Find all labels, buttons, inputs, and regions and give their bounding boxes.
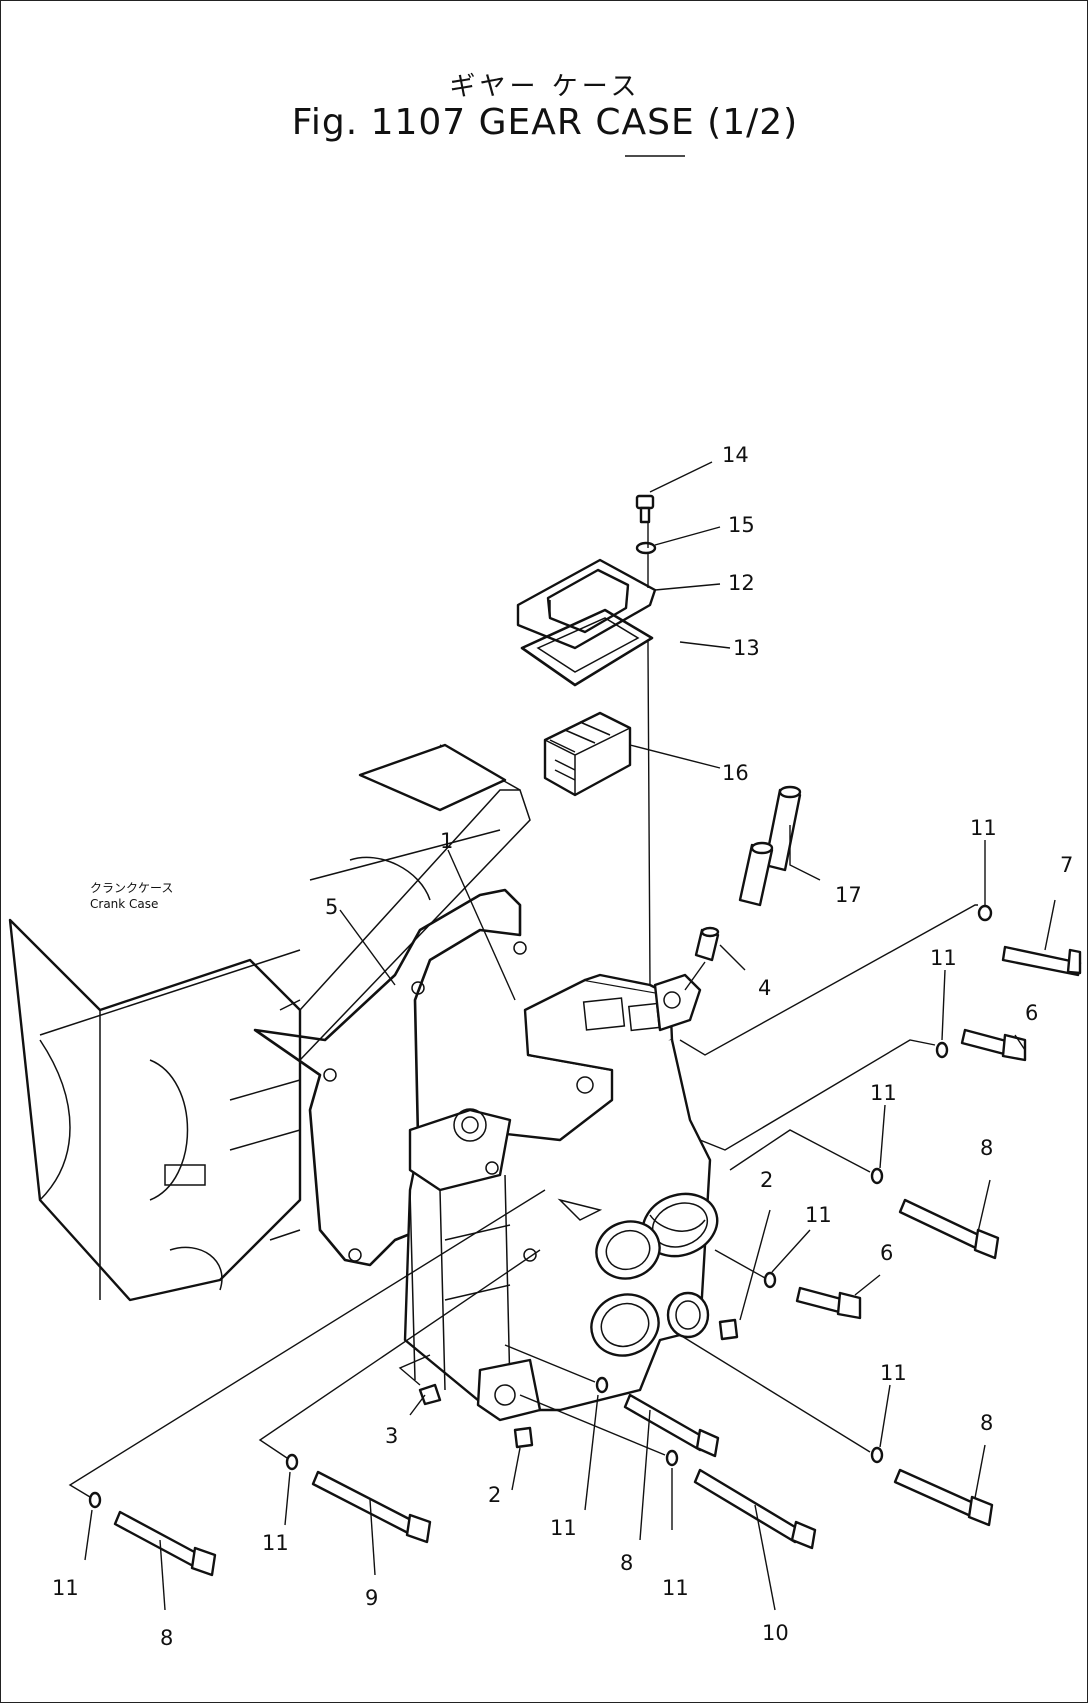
bolt-9 [311,1470,432,1544]
plug-2-a [718,1318,739,1341]
callout-9: 9 [365,1586,378,1610]
bolt-7 [1001,945,1082,977]
callout-11-c: 11 [870,1081,897,1105]
callout-11-h: 11 [262,1531,289,1555]
crank-case [8,743,531,1302]
plug-2-b [513,1426,534,1449]
callout-8-d: 8 [160,1626,173,1650]
callout-11-b: 11 [930,946,957,970]
washer-11-h [285,1453,299,1471]
callout-8-c: 8 [620,1551,633,1575]
gasket [253,888,522,1267]
callout-11-d: 11 [805,1203,832,1227]
callout-11-e: 11 [880,1361,907,1385]
callout-6-a: 6 [1025,1001,1038,1025]
callout-4: 4 [758,976,771,1000]
gear-case-body [403,973,719,1422]
bolt-8-c [623,1393,720,1458]
callout-2-b: 2 [488,1483,501,1507]
plug-3 [418,1383,442,1406]
washer-11-c [870,1167,884,1185]
bolt-6-b [795,1286,862,1320]
callout-11-f: 11 [550,1516,577,1540]
pipe-17 [738,785,802,907]
bolt-10 [693,1468,817,1550]
washer-15 [635,541,657,555]
callout-15: 15 [728,513,755,537]
washer-11-i [88,1491,102,1509]
bolt-8-d [113,1510,217,1577]
callout-2-a: 2 [760,1168,773,1192]
callout-8-b: 8 [980,1411,993,1435]
washer-11-g [665,1449,679,1467]
callout-11-a: 11 [970,816,997,840]
callout-5: 5 [325,895,338,919]
callout-13: 13 [733,636,760,660]
callout-6-b: 6 [880,1241,893,1265]
cover-gasket-13 [520,608,654,687]
washer-11-e [870,1446,884,1464]
washer-11-a [977,904,993,922]
page-title: Fig. 1107 GEAR CASE (1/2) [291,102,799,143]
washer-11-b [935,1041,949,1059]
callout-11-i: 11 [52,1576,79,1600]
callout-1: 1 [440,829,453,853]
callout-7: 7 [1060,853,1073,877]
callout-8-a: 8 [980,1136,993,1160]
bolt-8-a [898,1198,1000,1260]
callout-10: 10 [762,1621,789,1645]
sleeve-4 [694,926,720,962]
bolt-14 [635,494,655,524]
callout-12: 12 [728,571,755,595]
callout-11-g: 11 [662,1576,689,1600]
callout-17: 17 [835,883,862,907]
title-japanese: ギヤー ケース [449,72,641,102]
crank-case-label-en: Crank Case [90,897,158,911]
callout-16: 16 [722,761,749,785]
callout-labels: 14 15 12 13 16 17 1 5 4 11 7 11 6 11 8 2… [52,443,1073,1650]
bolt-8-b [893,1468,994,1527]
top-cover-12 [516,558,657,650]
callout-14: 14 [722,443,749,467]
crank-case-label-jp: クランクケース [90,881,173,895]
callout-3: 3 [385,1424,398,1448]
filter-16 [543,711,632,797]
bolt-6-a [960,1028,1027,1062]
leader-lines [68,461,1056,1611]
washer-11-d [763,1271,777,1289]
washer-11-f [595,1376,609,1394]
